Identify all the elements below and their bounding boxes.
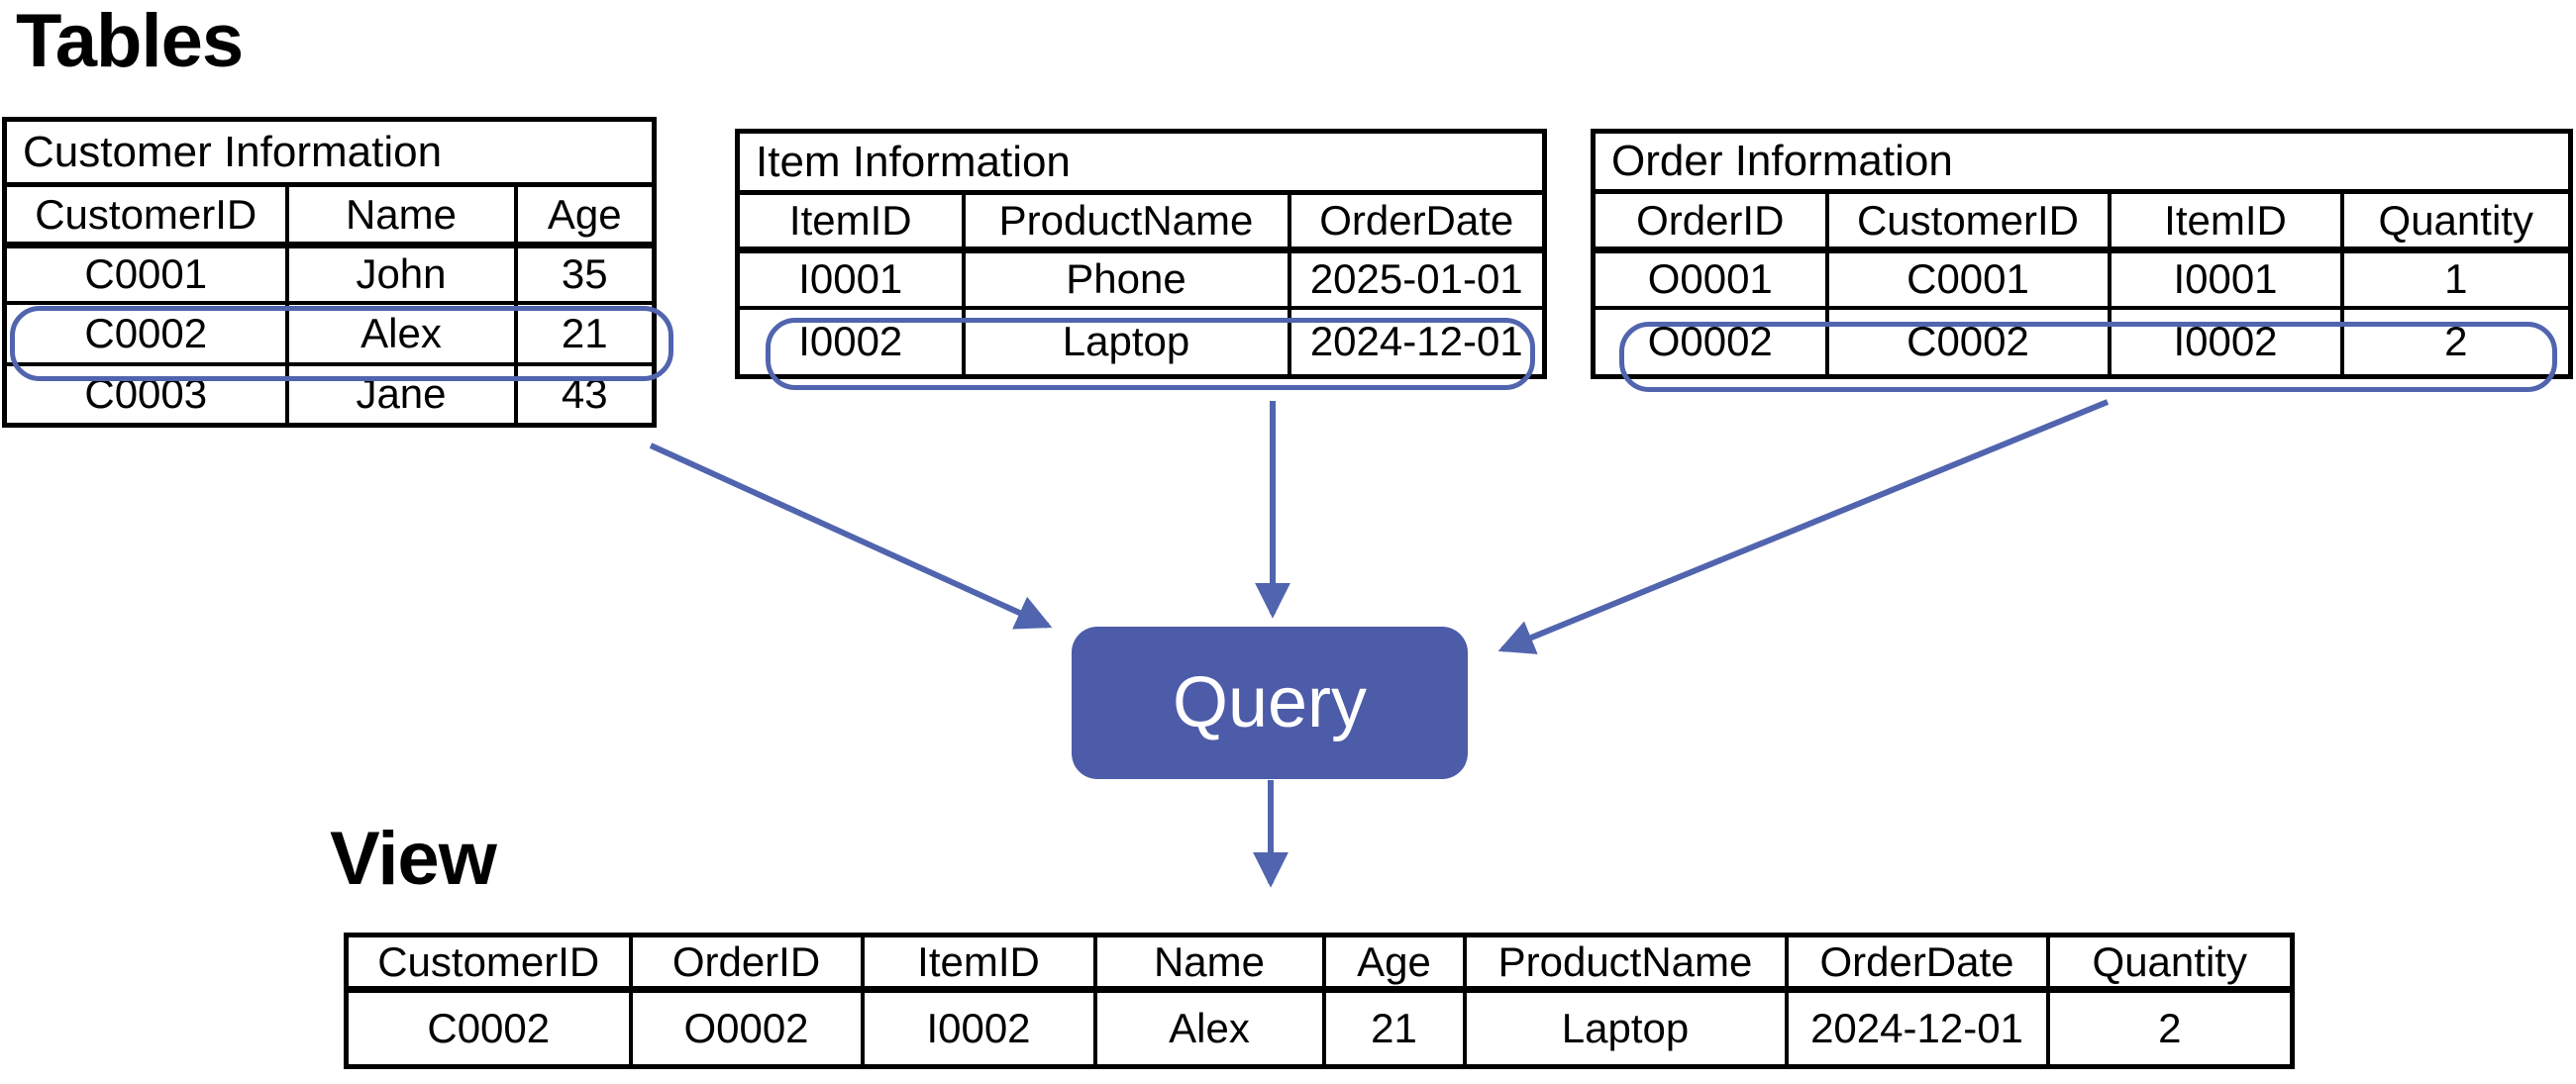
arrow-customer-to-query <box>649 443 1053 630</box>
cell: Jane <box>284 361 518 428</box>
column-header: CustomerID <box>2 182 289 248</box>
cell: C0002 <box>344 987 633 1069</box>
query-box: Query <box>1072 627 1468 779</box>
column-header: ProductName <box>961 190 1291 253</box>
cell: I0001 <box>2107 247 2344 310</box>
customer-information-table: Customer Information CustomerID Name Age… <box>2 117 658 428</box>
cell: Laptop <box>1462 987 1789 1069</box>
cell: I0002 <box>860 987 1097 1069</box>
order-information-table: Order Information OrderID CustomerID Ite… <box>1591 129 2573 379</box>
column-header: CustomerID <box>1824 189 2112 253</box>
table-row-highlighted: I0002 Laptop 2024-12-01 <box>735 305 1547 379</box>
cell: 1 <box>2339 247 2573 310</box>
column-header: ProductName <box>1462 933 1789 993</box>
item-table-title: Item Information <box>735 129 1547 195</box>
view-result-table: CustomerID OrderID ItemID Name Age Produ… <box>344 933 2295 1069</box>
cell: Phone <box>961 247 1291 310</box>
table-row: I0001 Phone 2025-01-01 <box>735 247 1547 310</box>
column-header: Name <box>284 182 518 248</box>
column-header: ItemID <box>735 190 966 253</box>
cell: Laptop <box>961 305 1291 379</box>
column-header: Age <box>513 182 657 248</box>
column-header: Name <box>1092 933 1326 993</box>
cell: O0002 <box>1591 305 1829 379</box>
cell: C0001 <box>1824 247 2112 310</box>
cell: I0002 <box>735 305 966 379</box>
view-section-title: View <box>330 817 497 901</box>
cell: 2024-12-01 <box>1287 305 1547 379</box>
cell: C0003 <box>2 361 289 428</box>
arrow-order-to-query <box>1497 399 2110 654</box>
cell: 2 <box>2045 987 2295 1069</box>
column-header: OrderID <box>1591 189 1829 253</box>
cell: 35 <box>513 243 657 305</box>
cell: Alex <box>1092 987 1326 1069</box>
table-row: C0003 Jane 43 <box>2 361 657 428</box>
column-header: Age <box>1321 933 1467 993</box>
column-header: CustomerID <box>344 933 633 993</box>
customer-table-title: Customer Information <box>2 117 657 187</box>
cell: Alex <box>284 300 518 366</box>
cell: 21 <box>1321 987 1467 1069</box>
query-label: Query <box>1172 663 1368 742</box>
cell: C0001 <box>2 243 289 305</box>
column-header: ItemID <box>2107 189 2344 253</box>
table-row: C0002 O0002 I0002 Alex 21 Laptop 2024-12… <box>344 987 2295 1069</box>
cell: O0001 <box>1591 247 1829 310</box>
cell: 2024-12-01 <box>1784 987 2050 1069</box>
column-header: OrderID <box>628 933 865 993</box>
cell: 2 <box>2339 305 2573 379</box>
table-row: O0001 C0001 I0001 1 <box>1591 247 2573 310</box>
tables-section-title: Tables <box>16 0 244 83</box>
column-header: OrderDate <box>1287 190 1547 253</box>
cell: I0002 <box>2107 305 2344 379</box>
table-row: C0001 John 35 <box>2 243 657 305</box>
column-header: OrderDate <box>1784 933 2050 993</box>
cell: C0002 <box>2 300 289 366</box>
table-row-highlighted: O0002 C0002 I0002 2 <box>1591 305 2573 379</box>
cell: 2025-01-01 <box>1287 247 1547 310</box>
column-header: Quantity <box>2339 189 2573 253</box>
table-row-highlighted: C0002 Alex 21 <box>2 300 657 366</box>
cell: O0002 <box>628 987 865 1069</box>
order-table-title: Order Information <box>1591 129 2573 194</box>
cell: John <box>284 243 518 305</box>
column-header: ItemID <box>860 933 1097 993</box>
cell: 43 <box>513 361 657 428</box>
item-information-table: Item Information ItemID ProductName Orde… <box>735 129 1547 379</box>
cell: I0001 <box>735 247 966 310</box>
cell: C0002 <box>1824 305 2112 379</box>
cell: 21 <box>513 300 657 366</box>
column-header: Quantity <box>2045 933 2295 993</box>
